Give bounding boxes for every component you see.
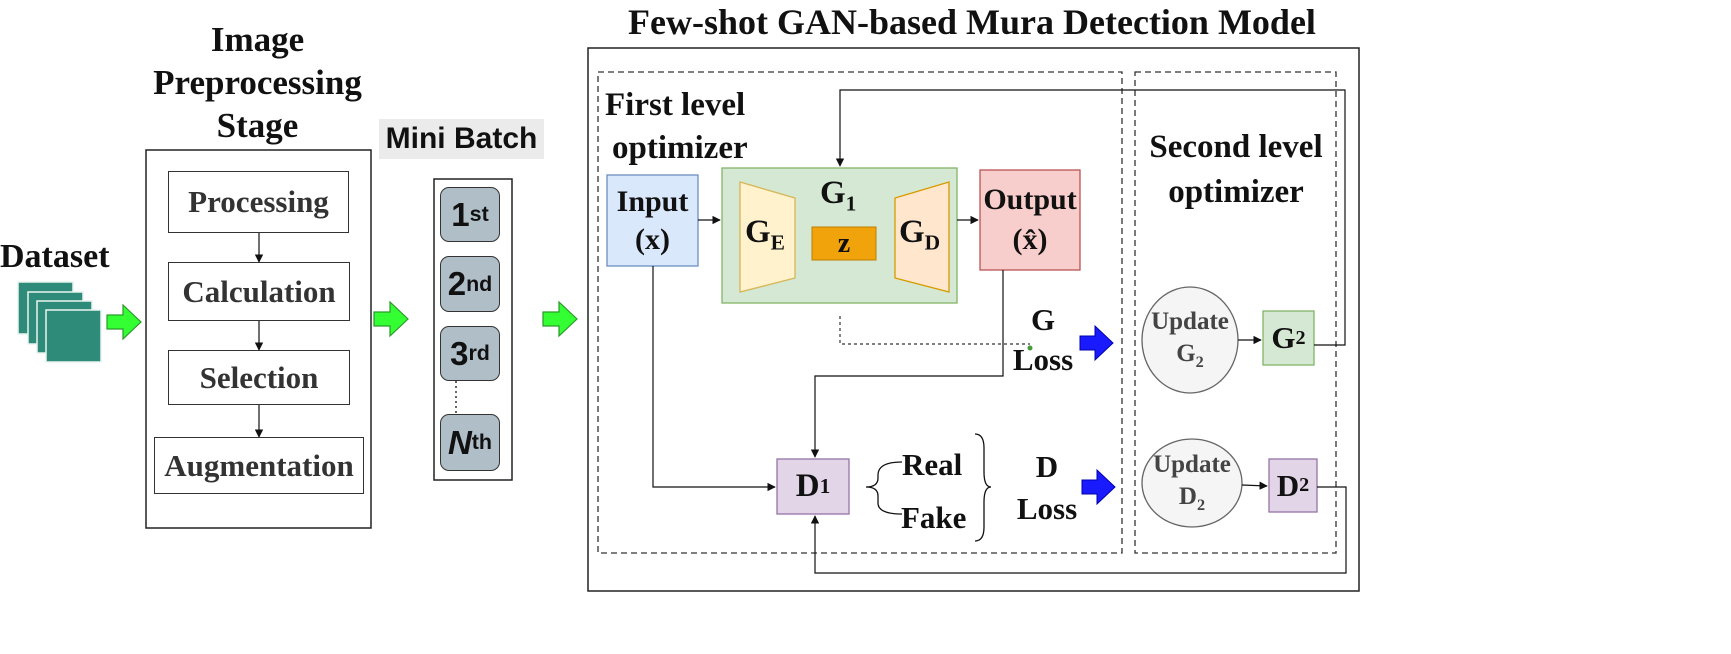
batch-item-3-sup: rd (468, 341, 490, 365)
preprocessing-title-line3: Stage (216, 106, 299, 145)
preprocessing-title-line1: Image (210, 20, 305, 59)
batch-item-1-base: 1 (451, 195, 470, 233)
encoder-shape (739, 181, 796, 293)
output-box-shape (979, 169, 1081, 271)
dataset-stack-icon (17, 281, 102, 363)
g-loss-line2: Loss (1012, 342, 1074, 377)
batch-item-2-sup: nd (466, 271, 493, 296)
d2-name: D (1276, 467, 1300, 503)
update-d2-line2: D2 (1179, 481, 1205, 521)
input-line2: (x) (635, 222, 670, 256)
step-selection: Selection (168, 350, 350, 405)
output-line1: Output (983, 183, 1077, 216)
blue-arrow-icon (1079, 324, 1114, 362)
generator-sub: 1 (845, 191, 857, 216)
d2-sub: 2 (1299, 474, 1310, 496)
mini-batch-title: Mini Batch (379, 119, 544, 159)
update-g2-sub: 2 (1195, 353, 1204, 371)
batch-item-n-base: N (447, 423, 472, 461)
decoder-sub: D (924, 230, 941, 255)
g-loss-label: G Loss (1005, 300, 1081, 380)
green-arrow-icon (542, 300, 578, 338)
update-d2-line1: Update (1153, 451, 1231, 478)
encoder-sub: E (770, 230, 785, 255)
latent-shape (811, 226, 877, 261)
step-calculation: Calculation (168, 262, 350, 321)
decoder-label: GD (899, 214, 940, 256)
model-frame (587, 47, 1360, 592)
g2-box-shape (1262, 310, 1315, 366)
preprocessing-title: Image Preprocessing Stage (130, 18, 385, 147)
blue-arrow-icon (1081, 468, 1116, 506)
first-level-line2: optimizer (612, 130, 748, 166)
dataset-label: Dataset (0, 238, 110, 275)
g2-sub: 2 (1295, 326, 1306, 349)
first-level-frame (597, 71, 1123, 554)
g-loss-line1: G (1030, 302, 1056, 337)
update-g2-name: G (1176, 340, 1196, 367)
right-brace (974, 433, 992, 542)
batch-item-1-sup: st (469, 202, 489, 226)
real-label: Real (902, 447, 963, 482)
fake-label: Fake (901, 500, 967, 535)
second-level-line1: Second level (1149, 129, 1323, 165)
green-arrow-icon (106, 303, 142, 341)
input-box: Input (x) (607, 178, 698, 263)
encoder-label: GE (745, 214, 785, 256)
discriminator-box-shape (776, 458, 850, 515)
step-augmentation: Augmentation (154, 437, 364, 494)
encoder-name: G (745, 214, 771, 250)
left-brace (865, 461, 903, 515)
discriminator-name: D (795, 468, 820, 504)
output-line2: (x̂) (1012, 223, 1048, 256)
decoder-shape (894, 181, 950, 293)
update-g2-line1: Update (1151, 308, 1229, 335)
update-g2-line2: G2 (1176, 338, 1204, 378)
preprocessing-frame (145, 149, 372, 529)
update-d2-name: D (1178, 483, 1197, 510)
latent-label: z (837, 227, 851, 259)
d2-box-shape (1268, 458, 1318, 513)
d-loss-line2: Loss (1016, 491, 1078, 526)
output-box: Output (x̂) (976, 176, 1084, 264)
decoder-name: G (899, 214, 925, 250)
generator-label: G1 (820, 175, 856, 217)
d-loss-label: D Loss (1005, 446, 1089, 530)
batch-item-n-sup: th (471, 430, 493, 454)
update-g2-label: Update G2 (1142, 306, 1238, 378)
first-level-line1: First level (605, 87, 746, 123)
discriminator-sub: 1 (819, 474, 831, 498)
second-level-frame (1134, 71, 1337, 554)
main-title: Few-shot GAN-based Mura Detection Model (628, 2, 1316, 42)
mini-batch-frame (433, 178, 513, 481)
batch-item-2-base: 2 (447, 265, 467, 302)
g2-name: G (1271, 320, 1296, 355)
second-level-line2: optimizer (1168, 174, 1304, 210)
step-processing: Processing (168, 171, 349, 233)
green-arrow-icon (373, 300, 409, 338)
preprocessing-title-line2: Preprocessing (153, 63, 362, 102)
first-level-label: First level optimizer (605, 84, 748, 170)
update-d2-circle (1141, 438, 1243, 528)
update-d2-sub: 2 (1196, 496, 1206, 514)
batch-item-3-base: 3 (450, 334, 469, 372)
d-loss-line1: D (1035, 449, 1059, 484)
input-line1: Input (616, 184, 689, 218)
second-level-label: Second level optimizer (1138, 125, 1334, 215)
generator-name: G (820, 175, 846, 211)
update-d2-label: Update D2 (1142, 449, 1242, 521)
